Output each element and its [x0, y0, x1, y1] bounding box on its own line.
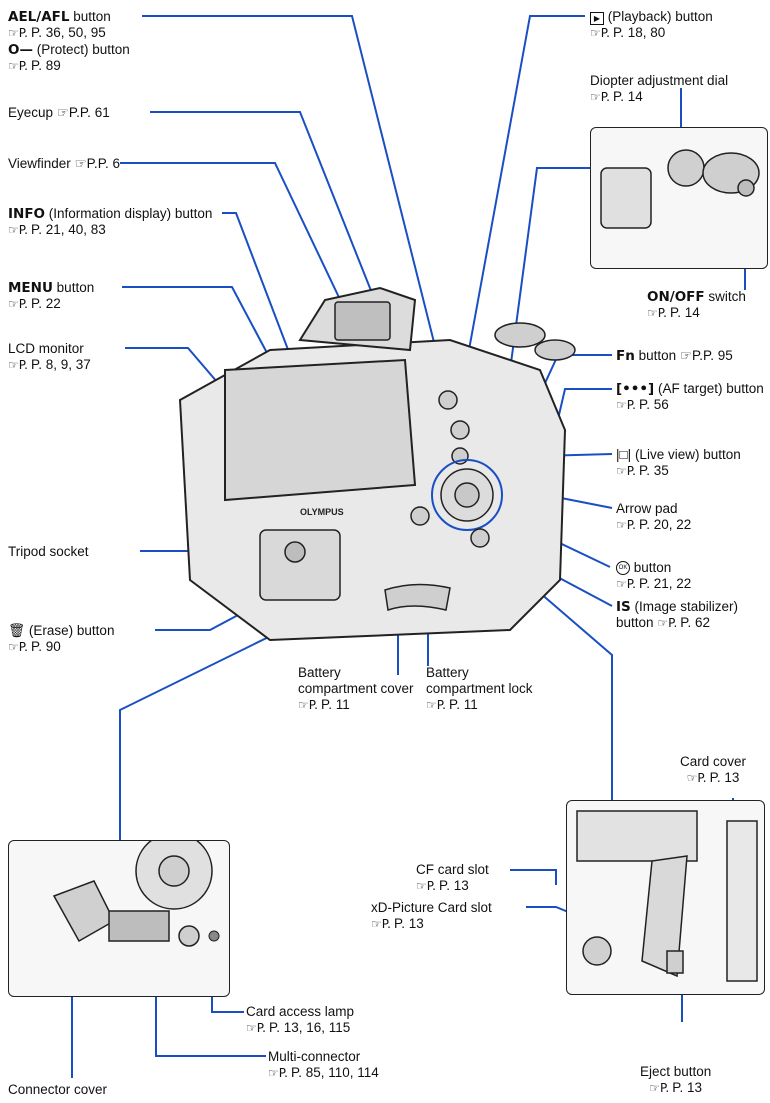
- label-viewfinder: Viewfinder ☞P.P. 6: [8, 156, 120, 171]
- label-card-cover: Card cover ☞P.P. 13: [680, 754, 747, 785]
- label-info: INFO (Information display) button ☞P.P. …: [8, 206, 213, 237]
- label-eyecup: Eyecup ☞P.P. 61: [8, 105, 110, 120]
- label-af-target: [•••] (AF target) button ☞P.P. 56: [616, 381, 764, 412]
- brand-logo: OLYMPUS: [300, 507, 344, 517]
- line-eyecup: [150, 111, 392, 342]
- play-icon: ▶: [590, 12, 604, 25]
- label-menu: MENU button ☞P.P. 22: [8, 280, 95, 311]
- label-diopter: Diopter adjustment dial ☞P.P. 14: [590, 73, 729, 104]
- label-card-lamp: Card access lamp ☞P.P. 13, 16, 115: [246, 1004, 355, 1035]
- connector-detail-panel: [8, 840, 230, 997]
- label-battery-cover: Battery compartment cover ☞P.P. 11: [298, 665, 414, 712]
- camera-illustration: OLYMPUS: [178, 286, 576, 642]
- label-protect: O— (Protect) button ☞P.P. 89: [8, 42, 130, 73]
- label-eject: Eject button ☞P.P. 13: [640, 1064, 712, 1095]
- label-ael-afl: AEL/AFL button ☞P.P. 36, 50, 95: [8, 9, 111, 40]
- ok-icon: OK: [616, 561, 630, 576]
- line-viewfinder: [120, 162, 366, 353]
- line-menu: [122, 286, 276, 369]
- label-playback: ▶ (Playback) button ☞P.P. 18, 80: [590, 9, 713, 40]
- live-view-icon: |□|: [616, 447, 632, 462]
- line-card-panel: [524, 579, 613, 800]
- label-is: IS (Image stabilizer) button ☞P.P. 62: [616, 599, 739, 630]
- label-connector-cover: Connector cover: [8, 1082, 108, 1097]
- label-onoff: ON/OFF switch ☞P.P. 14: [647, 289, 746, 320]
- af-target-icon: [•••]: [616, 381, 655, 397]
- line-cf: [510, 869, 557, 885]
- label-battery-lock: Battery compartment lock ☞P.P. 11: [426, 665, 533, 712]
- ref-symbol: ☞P.: [8, 26, 28, 40]
- trash-icon: 🗑: [8, 623, 26, 638]
- label-erase: 🗑 (Erase) button ☞P.P. 90: [8, 623, 115, 654]
- card-slot-detail-panel: [566, 800, 765, 995]
- label-multi: Multi-connector ☞P.P. 85, 110, 114: [268, 1049, 379, 1080]
- line-playback: [457, 15, 585, 411]
- diopter-detail-panel: [590, 127, 768, 269]
- label-tripod: Tripod socket: [8, 544, 89, 559]
- line-ael-afl: [142, 15, 449, 399]
- line-info: [222, 212, 296, 369]
- label-cf-slot: CF card slot ☞P.P. 13: [416, 862, 489, 893]
- label-fn: Fn button ☞P.P. 95: [616, 348, 733, 364]
- label-arrow-pad: Arrow pad ☞P.P. 20, 22: [616, 501, 692, 532]
- label-xd-slot: xD-Picture Card slot ☞P.P. 13: [371, 900, 492, 931]
- label-lcd: LCD monitor ☞P.P. 8, 9, 37: [8, 341, 91, 372]
- label-live-view: |□| (Live view) button ☞P.P. 35: [616, 447, 741, 478]
- label-ok: OK button ☞P.P. 21, 22: [616, 560, 692, 591]
- protect-icon: O—: [8, 42, 33, 58]
